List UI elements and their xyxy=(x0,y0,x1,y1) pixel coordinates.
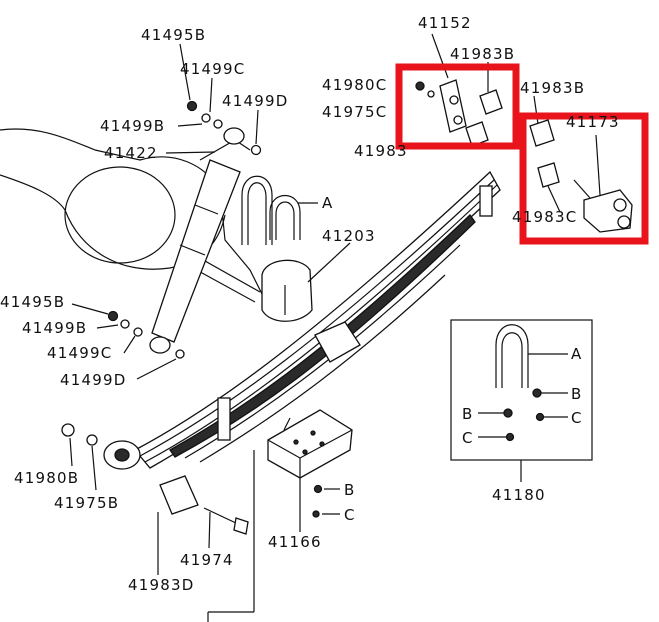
label-41499d-mid: 41499D xyxy=(60,371,126,389)
label-41974: 41974 xyxy=(180,551,234,569)
label-inset-c-right: C xyxy=(571,409,583,427)
label-41980b: 41980B xyxy=(14,469,79,487)
leaf-spring xyxy=(103,170,501,470)
part-labels: 41152 41983B 41983B 41980C 41975C 41983 … xyxy=(0,14,620,594)
label-41422: 41422 xyxy=(104,144,158,162)
label-41499d-top: 41499D xyxy=(222,92,288,110)
label-41975c: 41975C xyxy=(322,103,387,121)
label-inset-c-left: C xyxy=(462,429,474,447)
u-bolt-pair xyxy=(241,175,301,245)
front-bushing-and-bolt xyxy=(159,475,249,535)
label-41495b-mid: 41495B xyxy=(0,293,65,311)
highlight-box-41152 xyxy=(395,63,520,150)
label-41983d: 41983D xyxy=(128,576,194,594)
label-41975b: 41975B xyxy=(54,494,119,512)
label-ref-c-plate: C xyxy=(344,506,356,524)
label-41983b-right: 41983B xyxy=(520,79,585,97)
spring-seat-plate xyxy=(267,409,353,479)
label-41983c: 41983C xyxy=(512,208,577,226)
label-41499c-mid: 41499C xyxy=(47,344,112,362)
label-41180: 41180 xyxy=(492,486,546,504)
rear-shackle-parts xyxy=(415,79,633,233)
label-inset-a: A xyxy=(571,345,582,363)
fasteners xyxy=(61,100,323,518)
label-41499b-top: 41499B xyxy=(100,117,165,135)
label-41980c: 41980C xyxy=(322,76,387,94)
label-41173: 41173 xyxy=(566,113,620,131)
label-41495b-top: 41495B xyxy=(141,26,206,44)
label-41983-partial: 41983 xyxy=(354,142,408,160)
label-inset-b-right: B xyxy=(571,385,583,403)
highlight-box-41173 xyxy=(519,112,649,245)
label-inset-b-left: B xyxy=(462,405,474,423)
label-41166: 41166 xyxy=(268,533,322,551)
label-ref-a: A xyxy=(322,194,333,212)
label-41203: 41203 xyxy=(322,227,376,245)
label-41499c-top: 41499C xyxy=(180,60,245,78)
label-41983b-upper: 41983B xyxy=(450,45,515,63)
label-ref-b-plate: B xyxy=(344,481,356,499)
shock-absorber xyxy=(149,127,245,354)
bump-stopper xyxy=(261,259,313,322)
inset-ubolt-kit xyxy=(450,319,593,482)
label-41152: 41152 xyxy=(418,14,472,32)
label-41499b-mid: 41499B xyxy=(22,319,87,337)
